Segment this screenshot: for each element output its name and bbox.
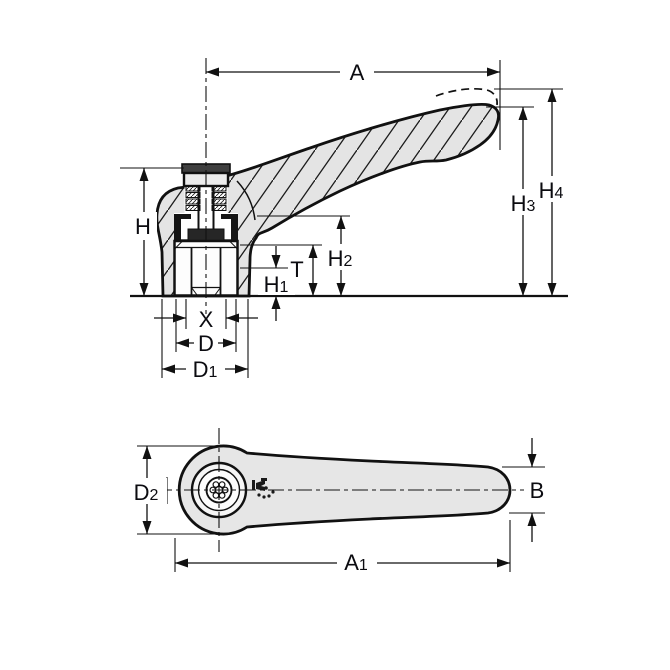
dim-H1: H1 [240,246,295,321]
dim-D2: D2 [127,445,214,535]
dim-label-A: A [350,60,365,85]
dim-H2: H2 [257,215,360,296]
dim-label-B: B [530,478,545,503]
dim-label-A1: A1 [344,550,368,575]
dimensions-plan-view: D2 B A1 [127,438,551,575]
dim-H4: H4 [494,88,571,296]
plan-view [128,428,546,552]
dimensions-side-view: A H H2 T [120,58,571,382]
spring-coils-right [211,185,227,211]
dim-A1: A1 [174,520,511,575]
dim-label-D1: D1 [193,357,218,382]
brand-mark [252,478,275,499]
dim-H: H [120,167,184,296]
dim-label-H4: H4 [539,178,564,203]
dim-label-D2: D2 [134,480,159,505]
dim-label-H2: H2 [328,246,353,271]
dim-label-X: X [199,307,214,332]
dim-label-H: H [135,214,151,239]
dim-D1: D1 [161,299,249,382]
hub-arm-fillet-line [236,180,256,221]
dim-H3: H3 [486,106,543,296]
dim-label-H3: H3 [511,191,536,216]
dim-label-D: D [198,331,214,356]
dim-label-H1: H1 [264,272,289,297]
dim-D: D [175,299,237,356]
dim-B: B [502,438,551,542]
dim-A: A [206,58,501,150]
side-view [130,58,568,314]
phantom-tip-outline [435,87,498,106]
